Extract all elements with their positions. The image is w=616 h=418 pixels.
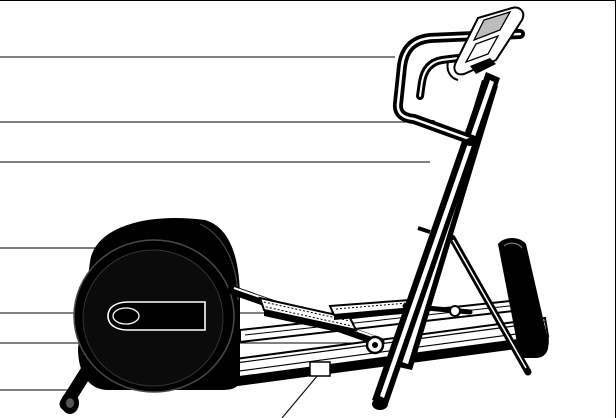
console [446,6,525,81]
flywheel-housing [73,217,240,393]
moving-arm [372,72,500,410]
rear-leg [448,234,532,376]
front-ramp [498,238,549,358]
handlebar [392,29,525,146]
callout-line-rail [281,374,319,418]
